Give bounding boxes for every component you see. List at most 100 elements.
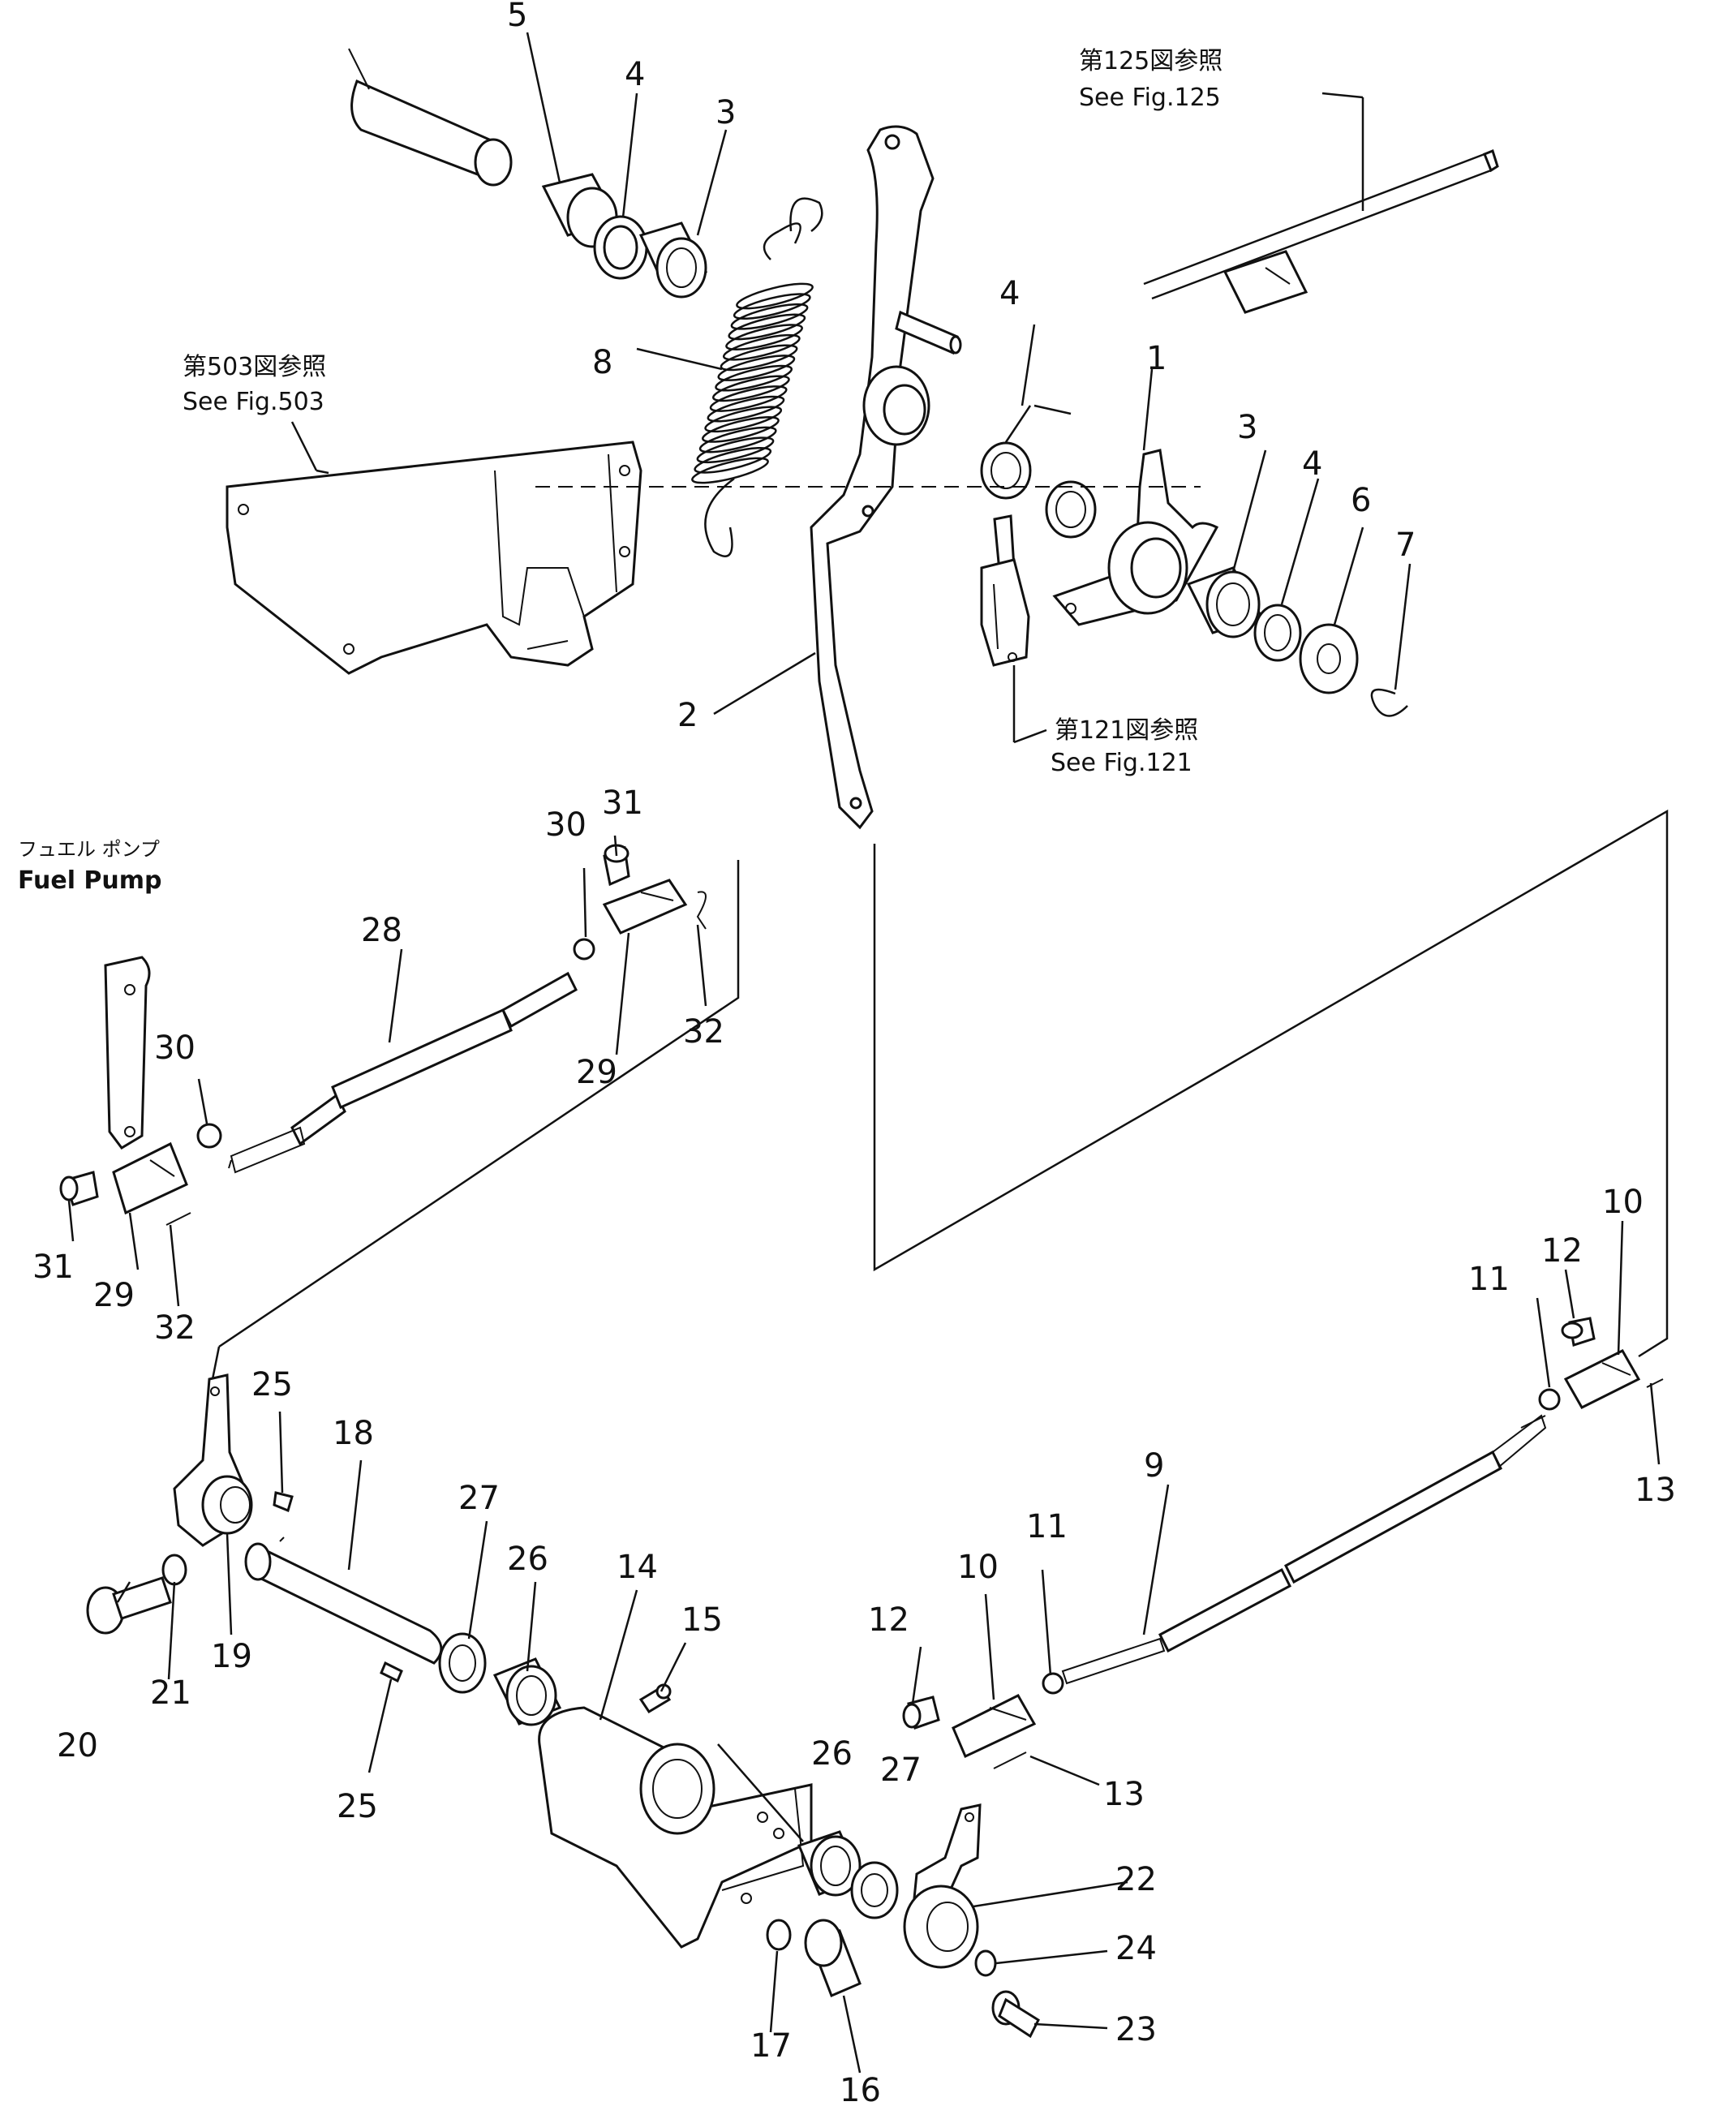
callout-3: 3 (1237, 409, 1257, 446)
spring-coil (707, 395, 785, 423)
callout-25: 25 (337, 1788, 378, 1825)
callout-8: 8 (592, 344, 612, 381)
spring-coil (728, 313, 806, 341)
ref-fig503-en: See Fig.503 (183, 388, 324, 416)
callout-11: 11 (1026, 1508, 1068, 1545)
part-16-bolt (804, 1919, 862, 1997)
part-19-lever (173, 1373, 253, 1547)
callout-32: 32 (683, 1013, 724, 1051)
spring-coil (691, 457, 769, 484)
spring-coil (715, 364, 793, 392)
shaft-top-part (348, 48, 513, 187)
callout-31: 31 (602, 784, 643, 822)
spring-coil (698, 426, 777, 453)
part-26-bearing-left (492, 1657, 562, 1726)
part-4-washers-right (980, 441, 1097, 539)
part-4-washer-right2 (1253, 604, 1302, 662)
callout-20: 20 (57, 1727, 98, 1764)
part-21-washer (161, 1554, 187, 1586)
leader-lines-bottom (116, 1220, 1661, 2074)
clevis-fig121 (980, 514, 1030, 667)
callout-1: 1 (1146, 340, 1167, 377)
callout-4: 4 (625, 56, 645, 93)
part-27-washer-left (438, 1632, 487, 1694)
callout-24: 24 (1115, 1930, 1157, 1967)
part-10-clevis-upper (1538, 1317, 1664, 1411)
part-18-shaft (244, 1491, 443, 1683)
label-fuel-pump-jp: フュエル ポンプ (18, 838, 160, 861)
spring-coil (722, 333, 801, 361)
part-26-bearing-right (797, 1830, 862, 1897)
spring-coil (736, 282, 814, 310)
callout-21: 21 (150, 1674, 191, 1712)
callout-28: 28 (361, 912, 402, 949)
callout-10: 10 (957, 1549, 999, 1586)
callout-16: 16 (840, 2072, 881, 2106)
spring-coil (717, 355, 796, 381)
assembly-outline-left (211, 860, 740, 1380)
callout-5: 5 (507, 0, 527, 34)
ref-fig121-jp: 第121図参照 (1055, 716, 1198, 745)
spring-coil (702, 416, 780, 443)
part-23-bolt (991, 1990, 1040, 2039)
callout-13: 13 (1635, 1472, 1676, 1509)
assembly-outline-right (873, 809, 1669, 1358)
part-22-lever (903, 1803, 982, 1969)
callout-22: 22 (1115, 1861, 1157, 1898)
spring-coil (733, 293, 811, 320)
part-2-lever (810, 125, 962, 830)
callout-3: 3 (715, 94, 736, 131)
ref-fig125-en: See Fig.125 (1079, 84, 1221, 112)
callout-32: 32 (154, 1309, 196, 1347)
ref-fig121-en: See Fig.121 (1051, 749, 1192, 777)
callout-13: 13 (1103, 1776, 1145, 1813)
spring-coil (725, 324, 803, 350)
label-fuel-pump-en: Fuel Pump (18, 866, 162, 895)
part-24-washer (974, 1949, 997, 1977)
callout-30: 30 (154, 1029, 196, 1067)
part-3-bearing-top (638, 221, 708, 299)
part-28-rod (228, 971, 578, 1174)
part-20-bolt (86, 1576, 172, 1635)
spring-coil (696, 436, 775, 464)
callout-29: 29 (576, 1054, 617, 1091)
part-17-washer (766, 1919, 792, 1951)
part-27-washer-right (850, 1861, 899, 1919)
spring-coil (711, 375, 790, 402)
spring-coil (730, 303, 809, 330)
part-9-rod (1061, 1414, 1547, 1685)
rod-fig125 (1143, 149, 1499, 314)
callout-12: 12 (868, 1601, 909, 1639)
callout-12: 12 (1541, 1232, 1583, 1270)
callout-4: 4 (999, 275, 1020, 312)
callout-18: 18 (333, 1415, 374, 1452)
part-1-lever (1052, 449, 1219, 626)
part-29-clevis-upper (573, 844, 707, 961)
callout-23: 23 (1115, 2011, 1157, 2048)
ref-fig125-jp: 第125図参照 (1079, 47, 1223, 75)
part-6-flat-washer (1299, 623, 1359, 694)
leader-lines-middle (67, 835, 707, 1307)
part-7-snap-ring (1370, 688, 1408, 717)
callout-26: 26 (811, 1735, 853, 1773)
ref-fig503-jp: 第503図参照 (183, 353, 326, 381)
part-3-bearing-right (1186, 566, 1264, 638)
callout-6: 6 (1351, 482, 1371, 519)
spring-coil (709, 385, 788, 412)
spring-coil (720, 344, 798, 372)
callout-30: 30 (545, 806, 587, 844)
bracket-fig503 (226, 441, 642, 675)
callout-31: 31 (32, 1249, 74, 1286)
callout-17: 17 (750, 2027, 792, 2065)
callout-2: 2 (677, 697, 698, 734)
callout-9: 9 (1144, 1447, 1164, 1485)
callout-7: 7 (1395, 526, 1416, 564)
callout-4: 4 (1302, 445, 1322, 483)
callout-19: 19 (211, 1638, 252, 1675)
part-10-clevis-lower (902, 1672, 1064, 1769)
leader-lines-top (290, 32, 1412, 744)
callout-29: 29 (93, 1277, 135, 1314)
callout-15: 15 (681, 1601, 723, 1639)
fuel-pump-lever (104, 956, 151, 1150)
